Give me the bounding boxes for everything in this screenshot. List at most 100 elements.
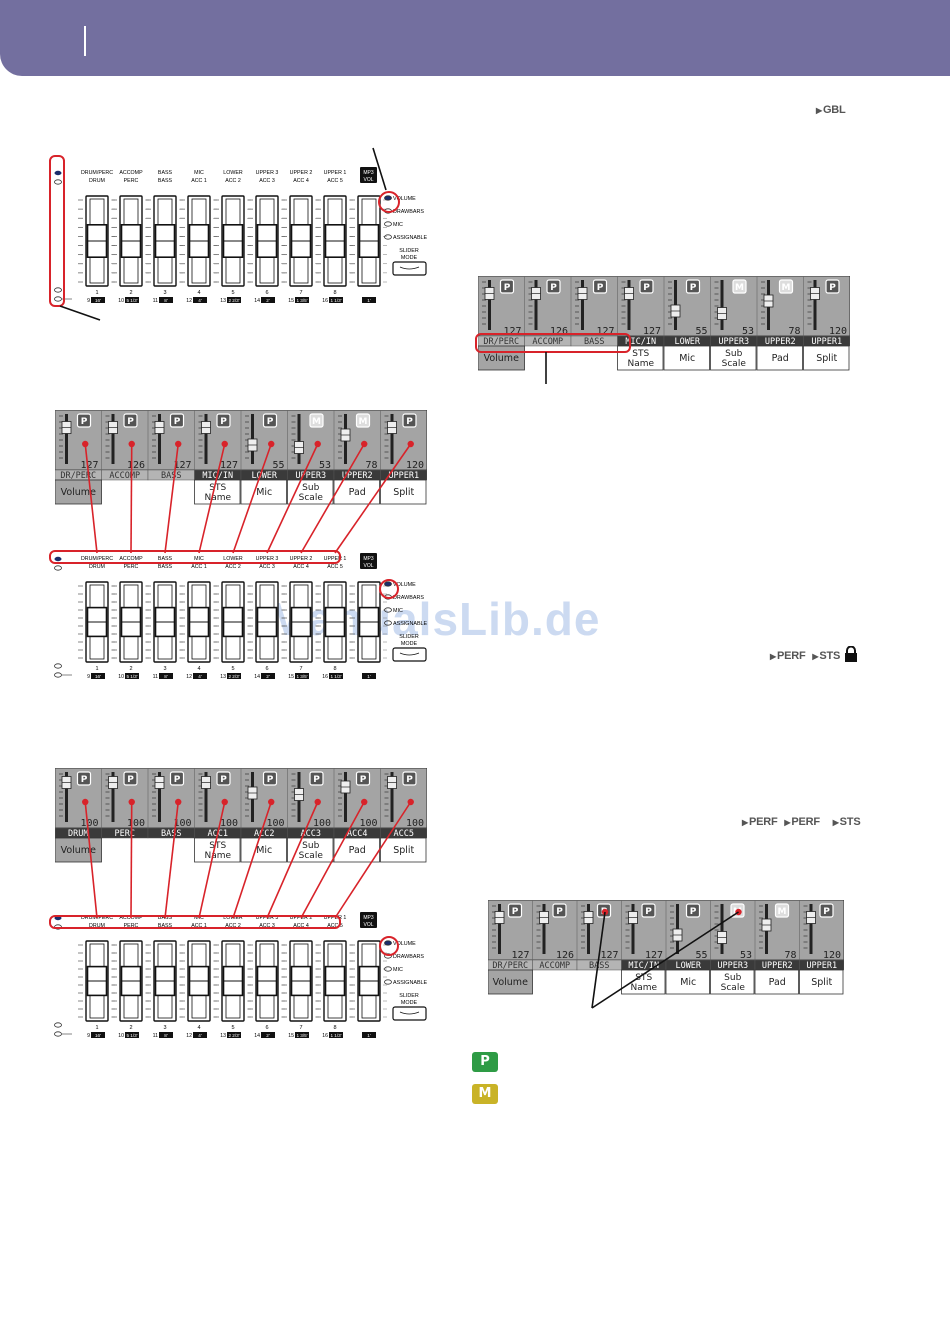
slider-number: 2: [129, 666, 132, 672]
lcd-volume-value: 55: [695, 326, 707, 337]
drawbar-foot: 1 3/5': [296, 674, 307, 679]
lcd-volume-value: 100: [359, 818, 377, 829]
slider-mode-label: SLIDER: [399, 634, 419, 640]
mode-label: MIC: [393, 222, 403, 228]
lcd-volume-value: 100: [266, 818, 284, 829]
lcd-volume-value: 100: [173, 818, 191, 829]
lcd-fader-slot: [344, 772, 347, 822]
lcd-channel-name: UPPER3: [718, 337, 749, 347]
highlight-outline: [49, 550, 341, 564]
slider-bottom-label: ACC 3: [259, 178, 275, 184]
lcd-volume-value: 127: [80, 460, 98, 471]
slider-bottom-label: ACC 3: [259, 923, 275, 929]
led-icon: [54, 672, 62, 678]
lcd-tab-label: STS: [632, 349, 649, 359]
mode-label: ASSIGNABLE: [393, 621, 428, 627]
highlight-outline: [49, 155, 65, 307]
lcd-channel-name: BASS: [584, 337, 604, 347]
highlight-ring: [378, 191, 400, 213]
callout-line: [300, 443, 365, 554]
slider-top-label: UPPER 3: [256, 170, 279, 176]
slider-bottom-label: BASS: [158, 923, 173, 929]
drawbar-number: 10: [118, 674, 124, 680]
lcd-volume-value: 126: [550, 326, 568, 337]
slider-number: 4: [197, 290, 200, 296]
lcd-fader-slot: [587, 904, 590, 954]
slider-top-label: UPPER 2: [290, 170, 313, 176]
slider-top-label: LOWER: [223, 556, 243, 562]
drawbar-foot: 2 2/3': [228, 298, 239, 303]
mode-label: ASSIGNABLE: [393, 235, 428, 241]
lcd-tab-label: Split: [393, 845, 414, 856]
drawbar-foot: 2 2/3': [228, 674, 239, 679]
highlight-ring: [379, 936, 399, 956]
callout-line: [266, 443, 319, 554]
lcd-channel-name: LOWER: [675, 961, 701, 971]
lcd-part-badge: [123, 771, 138, 786]
lcd-volume-value: 78: [784, 950, 796, 961]
perf-perf-sts-reference: ▶PERF ▶PERF ▶STS: [742, 816, 861, 828]
callout-line: [300, 801, 365, 919]
lcd-tab: [240, 479, 287, 505]
mp3-label-box: [360, 912, 377, 928]
drawbar-foot-box: [125, 297, 139, 303]
drawbar-foot-box: [329, 673, 343, 679]
drawbar-foot: 2': [266, 674, 270, 679]
mode-label: VOLUME: [393, 196, 416, 202]
drawbar-foot-box: [227, 1032, 241, 1038]
slider-number: 6: [265, 666, 268, 672]
drawbar-number: 11: [153, 1033, 158, 1039]
lcd-part-badge-label: P: [556, 907, 563, 917]
lcd-part-badge: [309, 413, 324, 428]
lcd-tab-label: Mic: [679, 353, 695, 364]
drawbar-number: 13: [220, 298, 226, 304]
slider-number: 4: [197, 666, 200, 672]
lcd-part-badge: [309, 771, 324, 786]
lcd-part-badge: [819, 903, 834, 918]
lcd-fader-slot: [534, 280, 538, 330]
slider-mode-label: MODE: [401, 255, 418, 261]
mode-label: DRAWBARS: [393, 954, 424, 960]
slider-number: 7: [299, 1025, 302, 1031]
drawbar-foot-box: [91, 1032, 105, 1038]
slider-number: 1: [95, 290, 98, 296]
callout-line: [198, 443, 226, 554]
lcd-volume-value: 127: [596, 326, 614, 337]
slider-top-label: ACCOMP: [119, 170, 143, 176]
highlight-outline: [49, 915, 341, 929]
lcd-tab: [194, 479, 241, 505]
lcd-channel-name: UPPER1: [388, 471, 419, 481]
lcd-channel-name: DR/PERC: [492, 961, 528, 971]
drawbar-foot: 2': [266, 1033, 270, 1038]
lcd-part-badge: [825, 279, 840, 294]
led-icon: [54, 296, 62, 302]
lcd-part-badge-label: P: [829, 283, 836, 293]
mp3-label-box: [360, 553, 377, 569]
slider-number: 6: [265, 290, 268, 296]
drawbar-foot-box: [91, 297, 105, 303]
lcd-tab-label: Mic: [680, 977, 696, 988]
lcd-tab-label: Mic: [256, 487, 272, 498]
slider-number: 5: [231, 1025, 234, 1031]
lcd-part-badge: [123, 413, 138, 428]
chapter-header-band: [0, 0, 950, 76]
drawbar-foot: 8': [164, 298, 168, 303]
drawbar-foot: 16': [95, 1033, 101, 1038]
lcd-fader-slot: [111, 772, 115, 822]
lcd-part-badge-label: P: [267, 417, 274, 427]
slider-number: 7: [299, 290, 302, 296]
mode-led-icon: [384, 953, 392, 959]
mode-led-icon: [384, 195, 392, 201]
lcd-volume-value: 127: [503, 326, 521, 337]
slider-bottom-label: ACC 5: [327, 923, 343, 929]
mode-label: MIC: [393, 967, 403, 973]
lcd-channel-name: BASS: [161, 829, 181, 839]
drawbar-number: 12: [186, 298, 192, 304]
lcd-fader-slot: [297, 414, 301, 464]
lcd-part-badge-label: P: [406, 417, 413, 427]
lcd-channel-name: UPPER3: [717, 961, 748, 971]
mp3-label-box: [360, 167, 377, 183]
